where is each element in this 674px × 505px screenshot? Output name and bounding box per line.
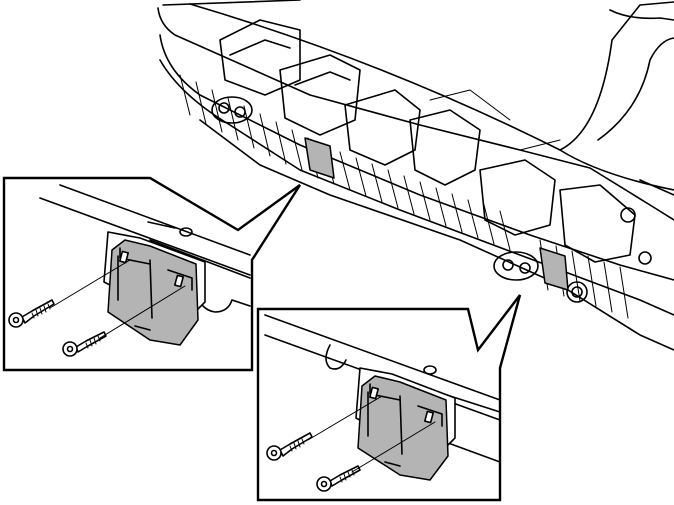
clip-bracket-icon — [103, 231, 206, 346]
screw-icon — [266, 395, 383, 461]
clip-bracket-icon — [355, 367, 456, 481]
bumper-carrier-beam — [157, 0, 674, 351]
detail-left — [2, 176, 302, 372]
screw-icon — [62, 285, 186, 357]
clip-locations-main — [304, 137, 569, 291]
beam-mounting-holes — [211, 96, 652, 303]
detail-right — [256, 294, 522, 502]
screw-icon — [316, 421, 436, 492]
beam-brackets — [219, 19, 636, 263]
screw-icon — [8, 259, 131, 328]
